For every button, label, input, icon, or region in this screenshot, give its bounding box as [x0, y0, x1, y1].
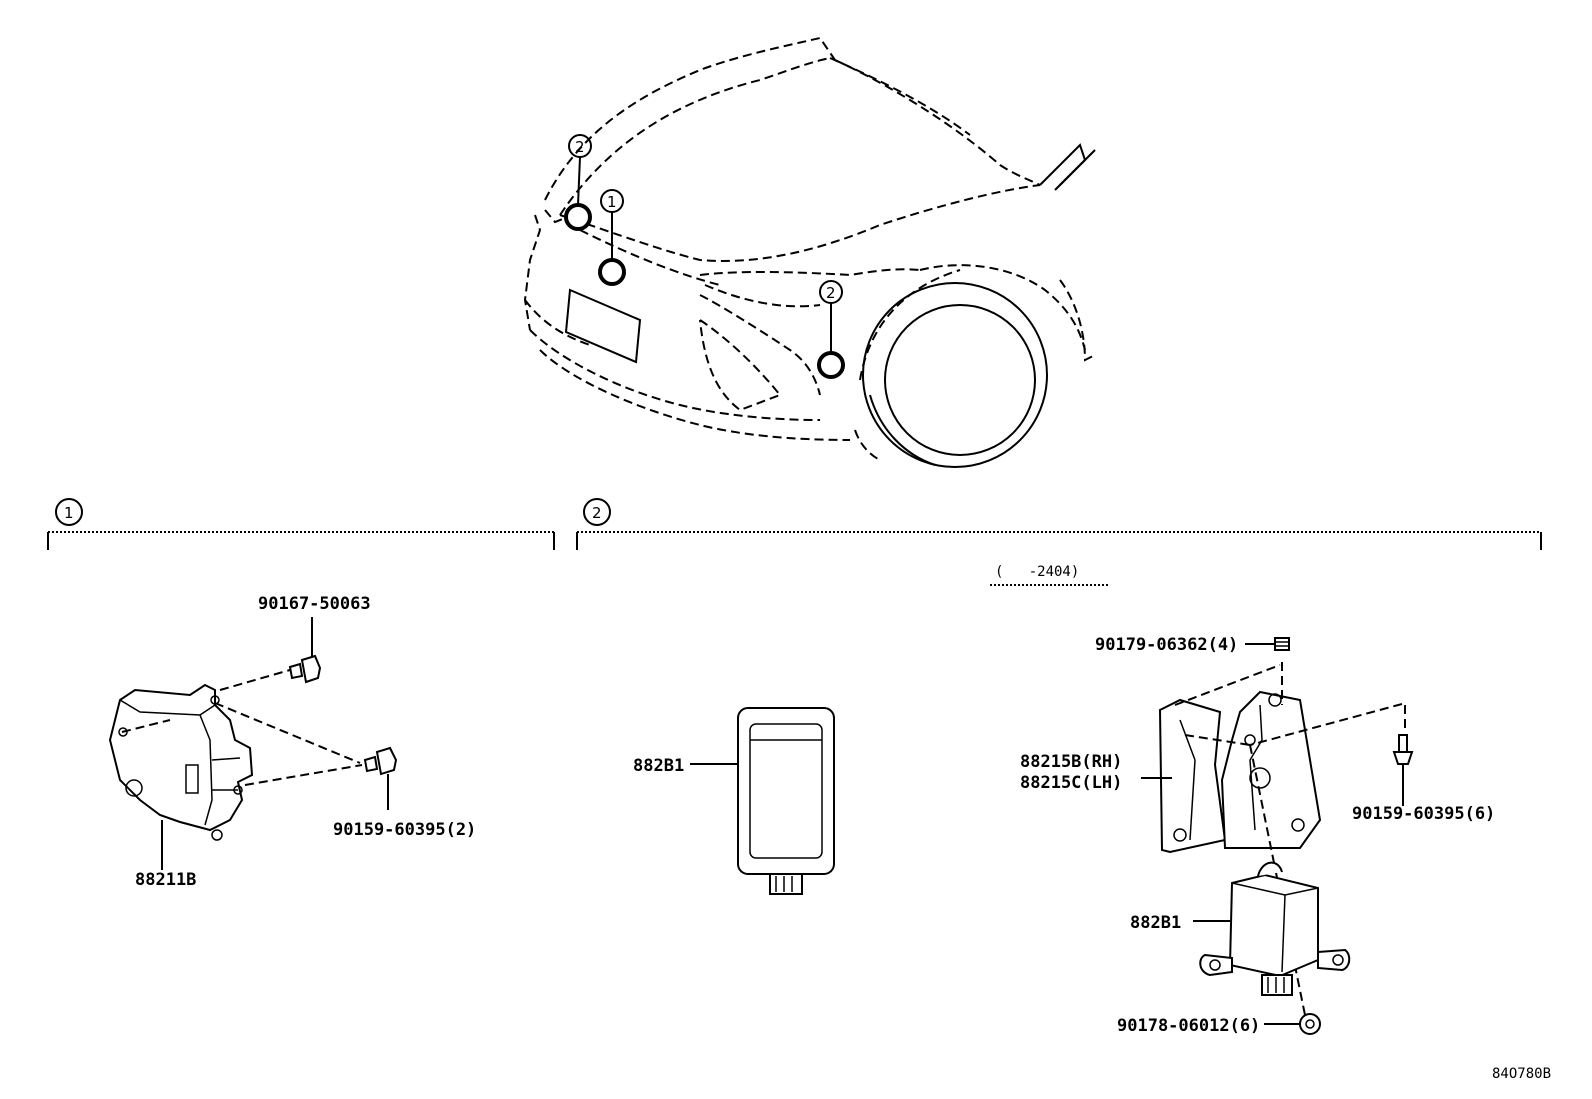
radar-882b1-left-illustration: [737, 707, 835, 895]
svg-text:1: 1: [607, 193, 617, 211]
label-88215b-rh: 88215B(RH): [1020, 752, 1122, 772]
car-front-illustration: [523, 36, 1096, 468]
callout-1-center: 1: [598, 189, 626, 286]
label-882b1-left: 882B1: [633, 756, 684, 776]
sensor-location-marker: [598, 258, 626, 286]
diagram-code: 84O780B: [1492, 1066, 1551, 1082]
svg-text:2: 2: [592, 504, 602, 522]
bolt-90159-60395-6: [1392, 734, 1414, 765]
label-90178-06012-6: 90178-06012(6): [1117, 1016, 1260, 1036]
label-90179-06362-4: 90179-06362(4): [1095, 635, 1238, 655]
bolt-90159-60395: [363, 746, 398, 810]
svg-text:( -2404): ( -2404): [995, 564, 1079, 580]
bracket-88215-illustration: [1158, 690, 1322, 854]
label-882b1-right: 882B1: [1130, 913, 1181, 933]
callout-2-left: 2: [564, 134, 592, 231]
sensor-location-marker: [564, 203, 592, 231]
sensor-location-marker: [817, 351, 845, 379]
sensor-88211b-illustration: [108, 683, 254, 841]
label-88211b: 88211B: [135, 870, 196, 890]
svg-text:1: 1: [64, 504, 74, 522]
label-88215c-lh: 88215C(LH): [1020, 773, 1122, 793]
radar-882b1-right-illustration: [1199, 861, 1351, 996]
bolt-90167-50063: [288, 617, 322, 684]
svg-text:2: 2: [575, 138, 585, 156]
screw-90179-06362: [1274, 637, 1290, 651]
label-90167-50063: 90167-50063: [258, 594, 371, 614]
range-note: ( -2404): [990, 564, 1110, 586]
section-2-header: 2: [576, 498, 1542, 550]
nut-90178-06012: [1299, 1013, 1321, 1035]
section-1-header: 1: [47, 498, 555, 550]
callout-2-right: 2: [817, 280, 845, 379]
label-90159-60395-2: 90159-60395(2): [333, 820, 476, 840]
label-90159-60395-6: 90159-60395(6): [1352, 804, 1495, 824]
svg-text:2: 2: [826, 284, 836, 302]
